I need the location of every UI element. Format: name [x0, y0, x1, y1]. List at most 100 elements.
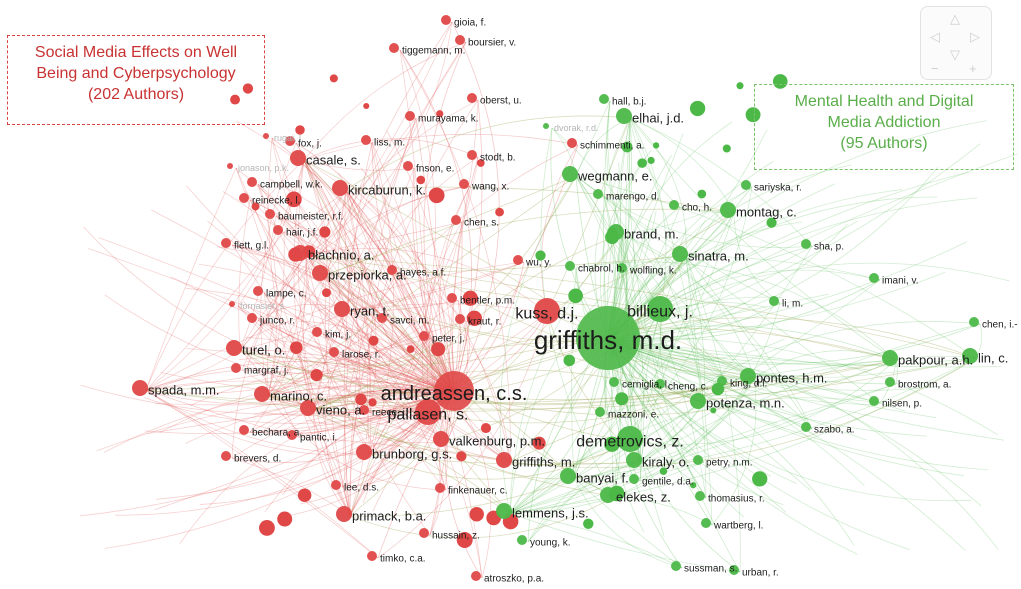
author-node[interactable]	[389, 43, 399, 53]
author-node[interactable]	[403, 161, 413, 171]
author-node[interactable]	[221, 238, 231, 248]
author-node[interactable]	[433, 431, 449, 447]
author-node[interactable]	[447, 293, 457, 303]
author-node[interactable]	[801, 422, 811, 432]
author-node[interactable]	[801, 239, 811, 249]
author-node[interactable]	[496, 452, 512, 468]
author-node[interactable]	[616, 108, 632, 124]
pan-left-icon[interactable]: ◁	[930, 29, 940, 44]
author-node[interactable]	[599, 94, 609, 104]
author-node[interactable]	[543, 123, 549, 129]
author-node[interactable]	[247, 177, 257, 187]
author-node[interactable]	[312, 327, 322, 337]
author-node[interactable]	[329, 347, 339, 357]
author-node[interactable]	[729, 565, 739, 575]
author-node[interactable]	[672, 246, 688, 262]
author-node[interactable]	[312, 265, 328, 281]
author-node[interactable]	[435, 483, 445, 493]
author-node[interactable]	[292, 245, 308, 261]
author-node[interactable]	[367, 551, 377, 561]
author-node[interactable]	[229, 301, 235, 307]
pan-right-icon[interactable]: ▷	[970, 29, 980, 44]
author-node[interactable]	[609, 377, 619, 387]
zoom-out-icon[interactable]: −	[931, 61, 939, 76]
author-node[interactable]	[608, 224, 624, 240]
author-node[interactable]	[869, 396, 879, 406]
author-node[interactable]	[560, 468, 576, 484]
author-node[interactable]	[534, 298, 560, 324]
author-node[interactable]	[387, 265, 397, 275]
author-node[interactable]	[695, 491, 705, 501]
author-node[interactable]	[300, 400, 316, 416]
author-node[interactable]	[253, 286, 263, 296]
author-node[interactable]	[455, 35, 465, 45]
author-node[interactable]	[655, 379, 665, 389]
author-node[interactable]	[419, 331, 429, 341]
author-node[interactable]	[885, 377, 895, 387]
author-node[interactable]	[405, 111, 415, 121]
author-node[interactable]	[273, 225, 283, 235]
author-node[interactable]	[132, 380, 148, 396]
author-node[interactable]	[221, 451, 231, 461]
author-node[interactable]	[467, 93, 477, 103]
author-node[interactable]	[969, 317, 979, 327]
author-node[interactable]	[227, 163, 233, 169]
author-node[interactable]	[693, 455, 703, 465]
author-node[interactable]	[471, 571, 481, 581]
author-node[interactable]	[962, 348, 978, 364]
author-node[interactable]	[285, 136, 295, 146]
author-node[interactable]	[415, 399, 441, 425]
author-node[interactable]	[263, 133, 269, 139]
author-node[interactable]	[231, 363, 241, 373]
author-node[interactable]	[562, 166, 578, 182]
author-node[interactable]	[629, 474, 639, 484]
author-node[interactable]	[441, 15, 451, 25]
author-node[interactable]	[517, 535, 527, 545]
author-node[interactable]	[513, 255, 523, 265]
author-node[interactable]	[565, 261, 575, 271]
author-node[interactable]	[671, 561, 681, 571]
author-node[interactable]	[356, 444, 372, 460]
author-node[interactable]	[287, 430, 297, 440]
author-node[interactable]	[434, 371, 474, 411]
author-node[interactable]	[741, 180, 751, 190]
author-node[interactable]	[717, 376, 727, 386]
author-node[interactable]	[467, 150, 477, 160]
author-node[interactable]	[359, 405, 369, 415]
author-node[interactable]	[882, 350, 898, 366]
author-node[interactable]	[331, 480, 341, 490]
author-node[interactable]	[576, 306, 640, 370]
author-node[interactable]	[617, 263, 627, 273]
author-node[interactable]	[226, 340, 242, 356]
author-node[interactable]	[626, 452, 642, 468]
author-node[interactable]	[690, 393, 706, 409]
author-node[interactable]	[567, 138, 577, 148]
author-node[interactable]	[332, 180, 348, 196]
author-node[interactable]	[647, 296, 673, 322]
author-node[interactable]	[455, 314, 465, 324]
author-node[interactable]	[334, 301, 350, 317]
author-node[interactable]	[600, 487, 616, 503]
author-node[interactable]	[377, 313, 387, 323]
author-node[interactable]	[361, 135, 371, 145]
author-node[interactable]	[701, 518, 711, 528]
author-node[interactable]	[593, 189, 603, 199]
author-node[interactable]	[290, 150, 306, 166]
author-node[interactable]	[254, 386, 270, 402]
author-node[interactable]	[419, 528, 429, 538]
author-node[interactable]	[769, 296, 779, 306]
author-node[interactable]	[247, 313, 257, 323]
author-node[interactable]	[336, 506, 352, 522]
author-node[interactable]	[669, 200, 679, 210]
author-node[interactable]	[496, 503, 512, 519]
author-node[interactable]	[459, 179, 469, 189]
author-node[interactable]	[595, 407, 605, 417]
author-node[interactable]	[617, 426, 643, 452]
pan-up-icon[interactable]: △	[950, 11, 960, 26]
author-node[interactable]	[239, 193, 249, 203]
pan-down-icon[interactable]: ▽	[950, 47, 960, 62]
author-node[interactable]	[451, 215, 461, 225]
author-node[interactable]	[869, 273, 879, 283]
